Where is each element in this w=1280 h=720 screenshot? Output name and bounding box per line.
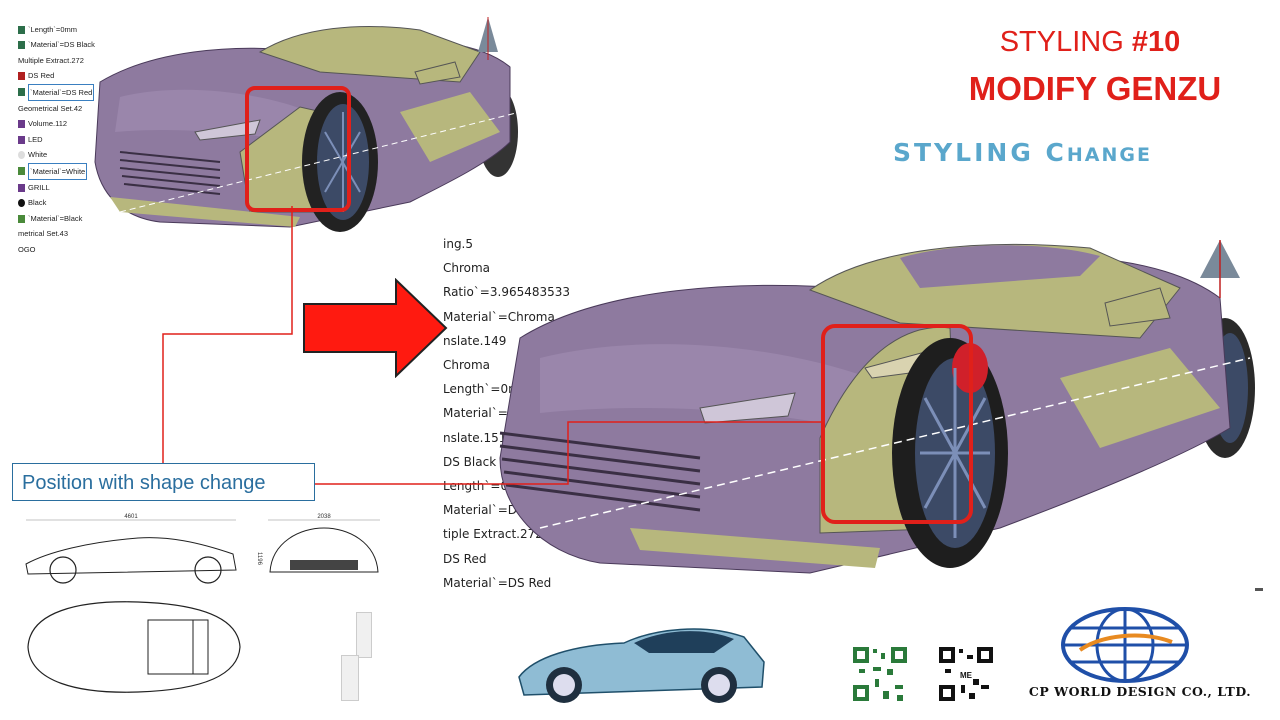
tree-item[interactable]: `Material`=DS Black xyxy=(18,37,108,52)
parameter-icon xyxy=(18,25,25,34)
tree-item[interactable]: Geometrical Set.42 xyxy=(18,104,83,114)
door-panel xyxy=(400,92,500,162)
tree-item[interactable]: Material`=Chroma xyxy=(443,309,555,324)
tree-item[interactable]: White xyxy=(18,147,108,162)
styling-title: STYLING #10 xyxy=(999,26,1181,58)
headlight xyxy=(699,392,796,424)
car-render-after xyxy=(499,240,1255,574)
canopy xyxy=(258,26,481,83)
front-view-drawing: 2038 1196 xyxy=(256,514,380,573)
tree-item[interactable]: OGO xyxy=(18,244,36,254)
tree-item[interactable]: tiple Extract.272 xyxy=(443,527,543,542)
company-name: CP WORLD DESIGN CO., LTD. xyxy=(1028,684,1252,699)
tree-item[interactable]: GRILL xyxy=(18,180,108,195)
car-sketch xyxy=(518,628,765,703)
parameter-icon xyxy=(18,41,25,50)
project-title: MODIFY GENZU xyxy=(968,70,1222,107)
styling-change-title: STYLING CHANGE xyxy=(893,138,1152,167)
highlight-box-before xyxy=(245,86,351,212)
front-splitter xyxy=(630,528,880,568)
hood-panel xyxy=(115,89,310,142)
side-mirror xyxy=(1104,287,1171,327)
qr-code-icon xyxy=(851,645,909,703)
tree-item[interactable]: Multiple Extract.272 xyxy=(18,55,84,65)
roof xyxy=(900,245,1100,288)
front-grille xyxy=(119,151,221,195)
headlight xyxy=(194,119,261,141)
tree-item[interactable]: nslate.151 xyxy=(443,430,507,445)
qr-code-icon: ME xyxy=(937,645,995,703)
highlight-box-after xyxy=(821,324,973,524)
tree-item[interactable]: Volume.112 xyxy=(18,116,108,131)
folder-icon xyxy=(18,183,25,192)
volume-icon xyxy=(18,120,25,129)
tree-item[interactable]: Ratio`=3.965483533 xyxy=(443,285,571,300)
arrow-right-icon xyxy=(303,278,448,378)
front-splitter xyxy=(110,197,300,227)
qr-label: ME xyxy=(960,671,973,680)
company-logo xyxy=(1061,607,1189,683)
tree-item[interactable]: Material`=DS Red xyxy=(443,575,552,590)
side-view-drawing: 4601 xyxy=(25,514,237,584)
spec-tree-large: ing.5 Chroma Ratio`=3.965483533 Material… xyxy=(443,232,593,595)
toolbar-snippet xyxy=(341,655,359,701)
tree-item[interactable]: `Length`=0mm xyxy=(18,22,108,37)
folder-icon xyxy=(18,135,25,144)
length-dimension: 4601 xyxy=(124,514,138,520)
spec-tree-small: `Length`=0mm `Material`=DS Black Multipl… xyxy=(18,22,108,257)
material-icon xyxy=(18,199,25,208)
tree-item[interactable]: LED xyxy=(18,132,108,147)
material-icon xyxy=(18,71,25,80)
parameter-icon xyxy=(18,214,25,223)
tree-item[interactable]: Length`=0mm xyxy=(443,382,532,397)
tree-item[interactable]: Chroma xyxy=(443,261,491,276)
tree-item[interactable]: nslate.149 xyxy=(443,333,507,348)
top-view-drawing xyxy=(27,601,241,693)
rim-spokes xyxy=(920,368,990,538)
front-grille xyxy=(499,431,701,512)
side-mirror xyxy=(414,61,461,85)
door-panel xyxy=(1060,348,1220,448)
tree-item[interactable]: `Material`=DS Red xyxy=(18,83,108,102)
height-dimension: 1196 xyxy=(256,552,262,566)
tree-item[interactable]: `Material`=Black xyxy=(18,211,108,226)
rim-spokes xyxy=(324,112,361,212)
toolbar-snippet xyxy=(356,612,372,658)
width-dimension: 2038 xyxy=(317,514,331,520)
material-icon xyxy=(18,150,25,159)
car-render-before xyxy=(94,17,521,232)
tree-item[interactable]: ing.5 xyxy=(443,237,474,251)
tree-item[interactable]: Chroma xyxy=(443,358,491,373)
tree-item[interactable]: DS Red xyxy=(443,551,487,566)
tree-item[interactable]: Black xyxy=(18,195,108,210)
tree-item[interactable]: `Material`=White xyxy=(18,162,108,181)
tree-item[interactable]: metrical Set.43 xyxy=(18,229,69,239)
position-callout: Position with shape change xyxy=(12,463,315,501)
tree-item[interactable]: DS Black xyxy=(443,454,497,469)
tree-item[interactable]: DS Red xyxy=(18,68,108,83)
parameter-icon xyxy=(18,88,25,97)
parameter-icon xyxy=(18,167,25,176)
